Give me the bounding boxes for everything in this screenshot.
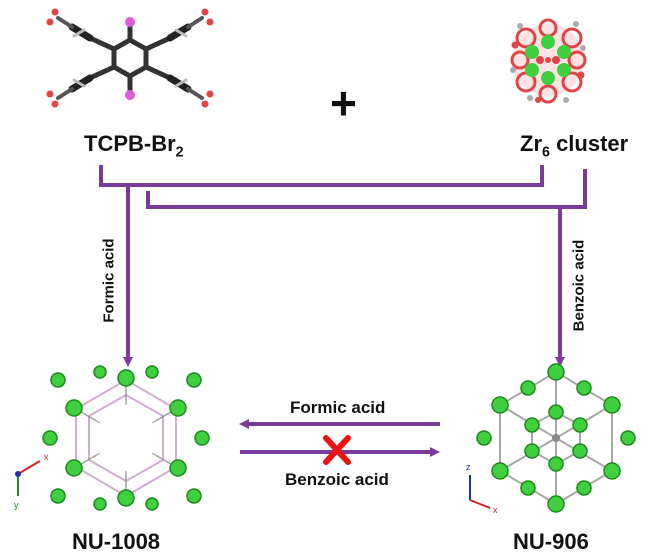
nu1008-label: NU-1008: [72, 529, 161, 554]
tcpb-br2-molecule: [46, 8, 214, 108]
conversion-top-label: Formic acid: [290, 398, 386, 417]
conversion-bottom-label: Benzoic acid: [285, 470, 389, 489]
right-axis-x-label: x: [493, 505, 498, 515]
left-axis-y-label: y: [14, 500, 19, 510]
right-axis-z-label: z: [466, 462, 471, 472]
left-axis-x-label: x: [44, 452, 49, 462]
nu1008-framework: [42, 365, 210, 511]
nu906-label: NU-906: [513, 529, 589, 554]
zr6-cluster-label: Zr6 cluster: [520, 131, 629, 161]
tcpb-br2-label: TCPB-Br2: [84, 131, 184, 161]
nu906-axis-triad: [469, 475, 491, 509]
formic-acid-vertical-label: Formic acid: [100, 238, 118, 323]
zr6-cluster-molecule: [510, 18, 587, 104]
plus-sign: +: [330, 77, 357, 129]
benzoic-acid-vertical-label: Benzoic acid: [570, 239, 588, 332]
reaction-connectors: [99, 165, 587, 209]
nu906-framework: [476, 363, 636, 513]
nu1008-axis-triad: [15, 460, 41, 496]
blocked-cross-icon: [323, 435, 351, 465]
